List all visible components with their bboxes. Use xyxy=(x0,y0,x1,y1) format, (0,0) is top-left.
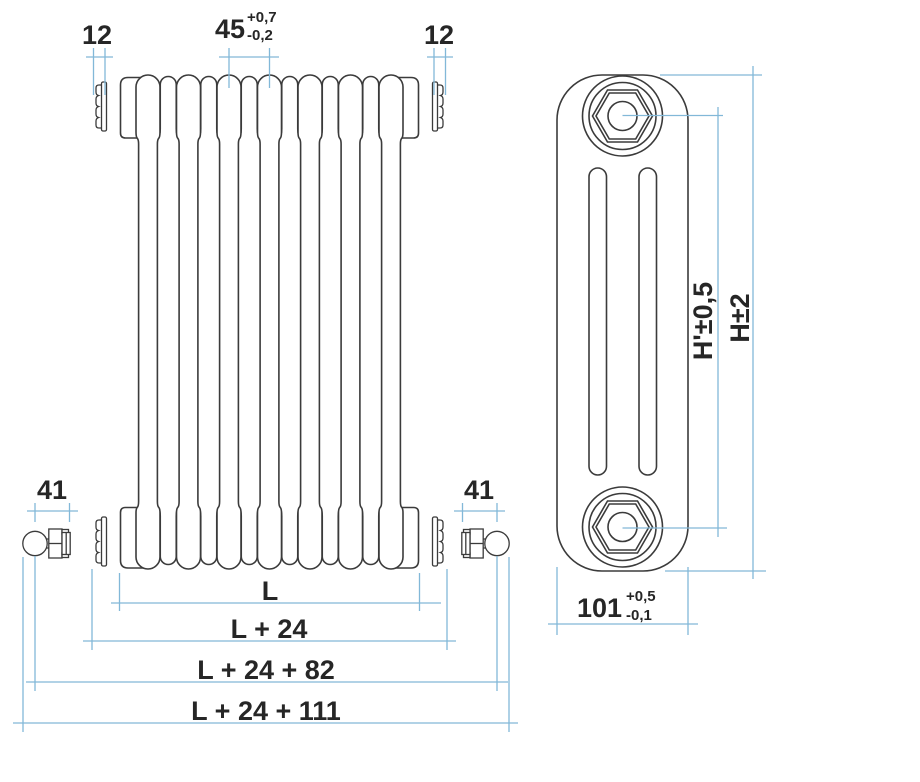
label-length: L xyxy=(262,576,279,606)
label-length-valve-centres: L + 24 + 82 xyxy=(197,655,335,685)
valve-fitting-right xyxy=(461,528,510,559)
label-section-pitch: 45 xyxy=(215,14,245,44)
front-columns xyxy=(135,74,404,570)
dim-length-valve-centres xyxy=(26,556,508,691)
dim-length xyxy=(111,573,441,611)
hex-plug-bottom xyxy=(581,486,664,568)
label-valve-right: 41 xyxy=(464,475,494,505)
dim-bracket-top-left xyxy=(86,48,113,95)
dim-bracket-top-right xyxy=(427,48,453,95)
dim-valve-right xyxy=(454,503,505,522)
side-groove-left xyxy=(588,167,608,476)
label-length-brackets: L + 24 xyxy=(231,614,308,644)
label-depth: 101 xyxy=(577,593,622,623)
wall-bracket-bottom-right xyxy=(431,516,444,567)
label-depth-tol-minus: -0,1 xyxy=(626,607,652,624)
side-groove-right xyxy=(638,167,658,476)
wall-bracket-bottom-left xyxy=(95,516,108,567)
dim-length-brackets xyxy=(83,569,456,650)
front-view xyxy=(22,74,510,570)
radiator-line-art xyxy=(22,74,689,572)
label-depth-tol-plus: +0,5 xyxy=(626,588,656,605)
label-section-pitch-tol-plus: +0,7 xyxy=(247,9,277,26)
label-bracket-top-left: 12 xyxy=(82,20,112,50)
label-bracket-top-right: 12 xyxy=(424,20,454,50)
side-view xyxy=(556,74,689,572)
label-length-overall: L + 24 + 111 xyxy=(191,696,341,726)
dim-height-tappings xyxy=(622,107,727,537)
dim-height-overall xyxy=(660,66,766,579)
label-section-pitch-tol-minus: -0,2 xyxy=(247,27,273,44)
dim-depth xyxy=(548,567,698,635)
label-height-overall: H±2 xyxy=(725,293,755,342)
dim-section-pitch xyxy=(219,48,279,88)
dim-valve-left xyxy=(27,503,78,522)
label-height-tappings: H'±0,5 xyxy=(688,282,718,360)
dim-length-overall xyxy=(13,557,518,732)
valve-fitting-left xyxy=(22,528,71,559)
label-valve-left: 41 xyxy=(37,475,67,505)
dimension-labels: 12 12 45 +0,7 -0,2 41 41 L L + 24 L + 24… xyxy=(37,9,755,726)
dimension-lines xyxy=(13,48,766,732)
